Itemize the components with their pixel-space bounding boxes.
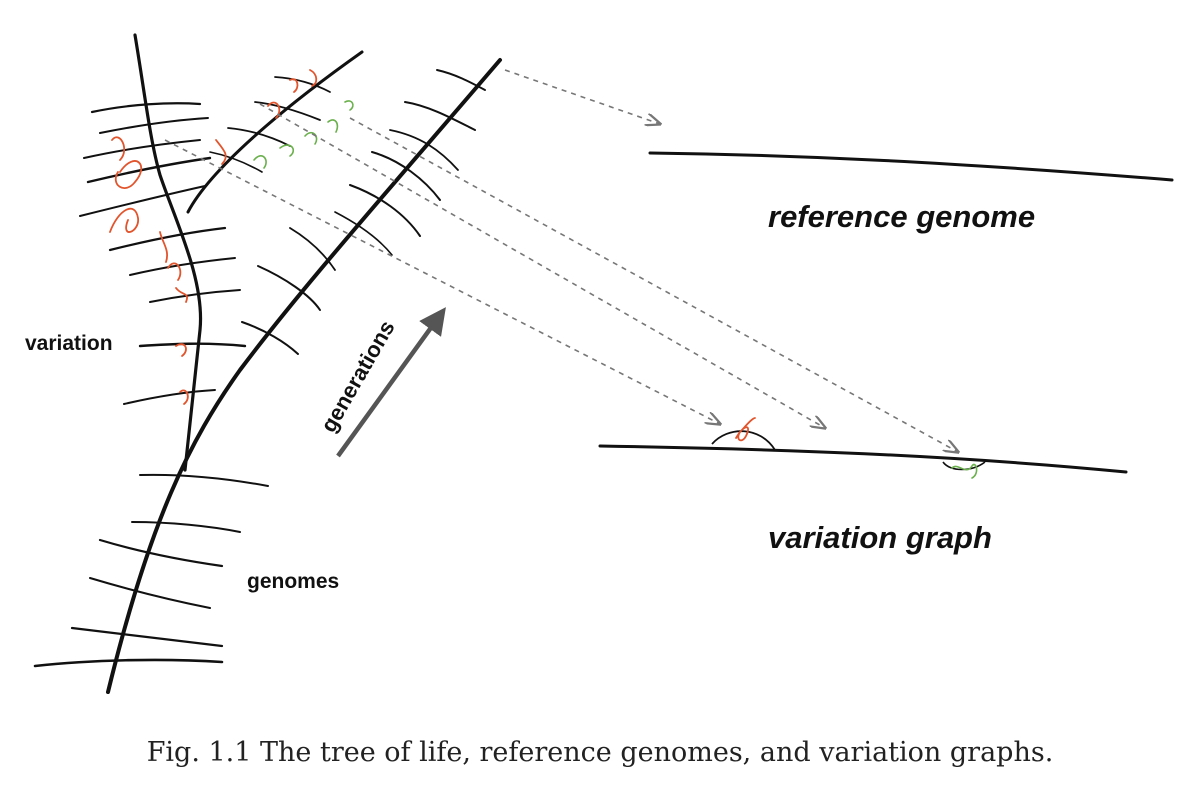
- variation-graph-label: variation graph: [768, 520, 992, 555]
- generations-label: generations: [316, 316, 400, 436]
- generations-arrow: [336, 307, 446, 458]
- projection-arrows: [164, 69, 958, 452]
- variation-label: variation: [25, 332, 113, 355]
- reference-genome-label: reference genome: [768, 199, 1035, 234]
- reference-genome-line: [648, 151, 1174, 182]
- lineage-main: [33, 58, 502, 694]
- lineage-left: [79, 33, 247, 472]
- genomes-label: genomes: [247, 570, 339, 593]
- red-variant-marks: [109, 69, 318, 405]
- lineage-branch: [186, 50, 364, 214]
- variation-graph: [598, 417, 1128, 479]
- figure-caption: Fig. 1.1 The tree of life, reference gen…: [146, 737, 1054, 768]
- green-variant-marks: [253, 100, 354, 169]
